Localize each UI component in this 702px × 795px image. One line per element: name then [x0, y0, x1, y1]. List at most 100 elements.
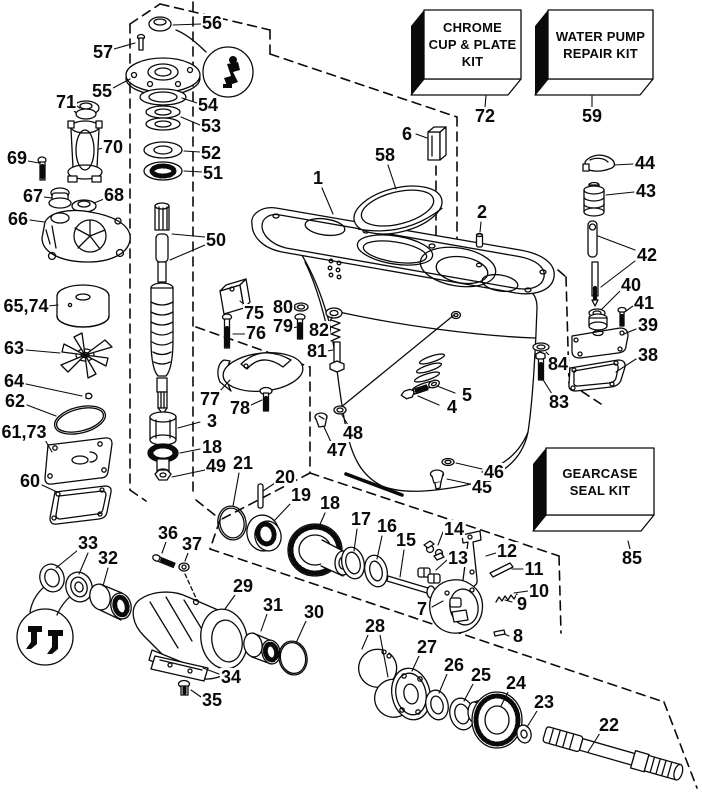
leader-line-62 [26, 404, 57, 417]
leader-line-4 [417, 395, 440, 406]
leader-line-85 [627, 540, 631, 550]
leader-line-72 [484, 95, 487, 108]
part-22-propshaft [542, 726, 684, 781]
part-66-water-pump-base [41, 209, 131, 263]
leader-line-28 [361, 634, 369, 650]
leader-line-83 [541, 377, 553, 395]
leader-line-31 [260, 613, 268, 632]
leader-line-12 [485, 552, 497, 557]
leader-line-42 [597, 235, 636, 251]
leader-line-28 [379, 634, 389, 678]
kit-label-gearcase-seal: GEARCASE SEAL KIT [562, 465, 638, 498]
part-27-thrust-hub [390, 667, 432, 721]
part-49-nut [154, 469, 172, 481]
leader-line-43 [605, 191, 635, 196]
install-location-line [339, 314, 455, 409]
part-58-gasket [353, 185, 443, 235]
part-36-screw [152, 554, 176, 569]
leader-line-60 [41, 484, 58, 493]
leader-line-33 [55, 549, 79, 569]
part-29-bearing-housing [132, 591, 248, 680]
leader-line-9 [504, 599, 513, 603]
part-38-gasket [568, 359, 626, 392]
part-23-washer [516, 724, 532, 744]
part-20-pin [257, 483, 264, 509]
leader-line-68 [93, 198, 105, 204]
leader-line-24 [500, 691, 509, 707]
leader-line-47 [323, 426, 332, 443]
part-44-clip [582, 154, 616, 172]
part-54-washer [139, 88, 187, 106]
leader-line-21 [232, 472, 240, 507]
leader-line-40 [601, 290, 621, 310]
part-32-bearing-sleeve [89, 583, 132, 621]
part-42-shift-rod [587, 220, 599, 307]
part-4-bolt [400, 384, 429, 400]
leader-line-66 [29, 219, 45, 223]
leader-line-32 [102, 567, 109, 587]
leader-line-26 [438, 673, 448, 694]
leader-line-52 [183, 150, 201, 153]
leader-line-34 [202, 667, 220, 675]
part-26-washer [425, 689, 449, 721]
part-35-screw [177, 679, 191, 697]
leader-line-1 [321, 187, 334, 215]
part-46-washer [441, 457, 455, 467]
leader-line-46 [455, 462, 483, 470]
leader-line-7 [431, 600, 444, 608]
leader-line-3 [177, 421, 201, 429]
part-17-thrust-washer [340, 546, 366, 580]
leader-line-17 [353, 528, 358, 552]
leader-line-33 [78, 552, 89, 575]
part-41-screw [617, 306, 627, 327]
leader-line-79 [291, 326, 298, 329]
leader-line-44 [613, 163, 634, 166]
part-84-washer [532, 342, 550, 352]
part-50-driveshaft [150, 202, 174, 415]
part-3-bearing-sleeve [149, 411, 177, 446]
leader-line-8 [503, 633, 510, 637]
assembly-note-bottom-icon [16, 582, 79, 666]
leader-line-56 [172, 23, 202, 26]
leader-line-38 [615, 358, 637, 373]
part-21-o-ring [217, 505, 247, 541]
part-61-73-wear-plate [44, 437, 113, 485]
leader-line-35 [190, 689, 202, 698]
leader-line-69 [27, 160, 40, 164]
part-63-impeller [60, 332, 113, 379]
leader-line-19 [273, 502, 292, 522]
part-60-gasket [49, 485, 112, 525]
leader-line-27 [411, 655, 420, 672]
part-16-thrust-washer [363, 554, 389, 588]
leader-line-63 [25, 349, 61, 354]
part-12-shift-lever [461, 530, 482, 588]
part-24-reverse-gear [467, 691, 523, 749]
leader-line-18 [317, 512, 326, 530]
leader-line-16 [376, 535, 383, 560]
part-18-forward-gear [287, 523, 352, 577]
part-19-bearing [246, 514, 282, 552]
part-83-bolt [535, 351, 546, 381]
part-57-screw [136, 33, 146, 51]
leader-lines [25, 23, 637, 753]
part-69-screw [37, 156, 47, 181]
leader-line-42 [600, 260, 636, 288]
leader-line-65-74 [47, 304, 59, 307]
part-51-bearing [143, 161, 183, 181]
leader-line-25 [463, 683, 474, 702]
part-53-washers [145, 105, 181, 131]
part-43-shift-rod-boot [583, 181, 605, 217]
leader-line-81 [326, 349, 334, 352]
part-33-seals [39, 563, 93, 603]
part-39-shift-rod-cover [571, 313, 629, 359]
leader-line-15 [399, 549, 405, 578]
leader-line-39 [623, 328, 637, 335]
part-79-screw [294, 313, 306, 340]
leader-line-13 [435, 559, 448, 571]
part-31-bearing [243, 632, 281, 665]
part-7-shift-cradle [429, 579, 484, 634]
leader-line-50 [171, 233, 206, 238]
part-64-impeller-key [85, 392, 93, 400]
leader-line-23 [526, 710, 538, 728]
